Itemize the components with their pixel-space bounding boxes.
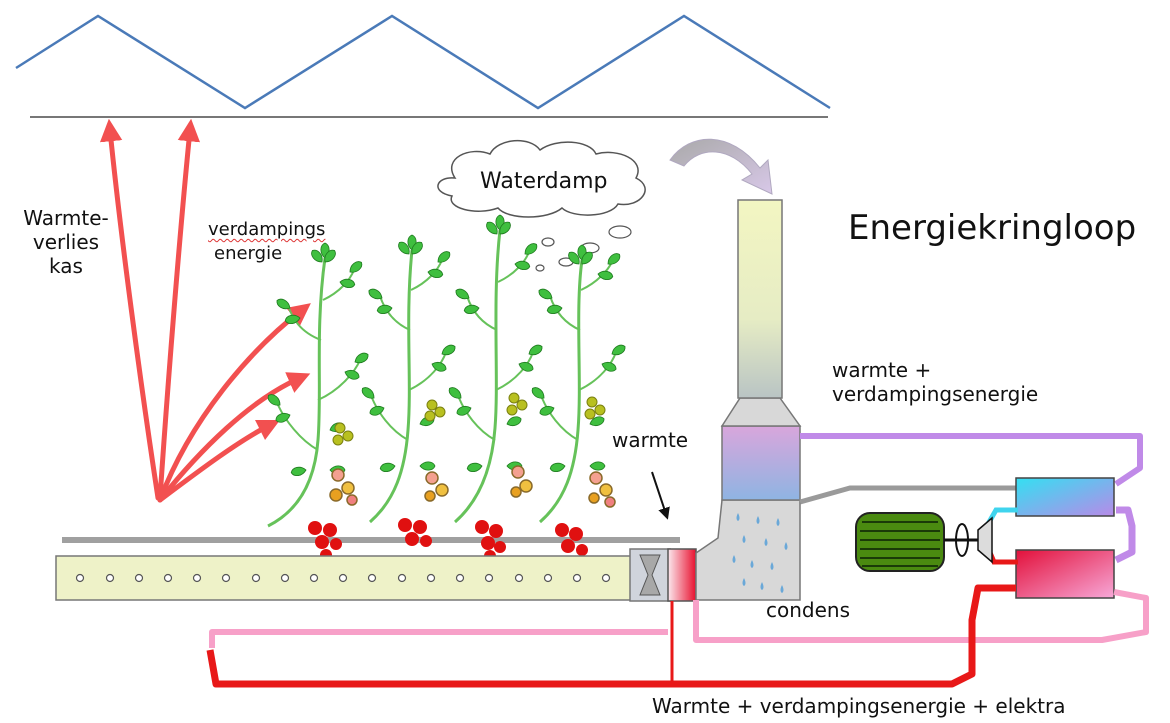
tomato-plants xyxy=(265,214,628,562)
rotation-indicator xyxy=(955,523,969,557)
chimney xyxy=(737,199,783,399)
warmte-verdamping-label: warmte + verdampingsenergie xyxy=(832,358,1038,406)
condens-label: condens xyxy=(766,598,851,622)
purple-loop xyxy=(1114,506,1136,564)
vapor-flow-arrow xyxy=(669,138,773,195)
total-energy-label: Warmte + verdampingsenergie + elektra xyxy=(652,694,1066,718)
grey-pipe xyxy=(799,485,1018,505)
condensation-elbow xyxy=(695,499,801,601)
warmte-verdamping-line-1: warmte + xyxy=(832,358,932,382)
hot-unit xyxy=(1015,549,1115,599)
heat-loss-arrows xyxy=(99,118,311,503)
fan-icon xyxy=(639,554,661,596)
evaporation-line-2: energie xyxy=(214,243,283,264)
evaporation-energy-label: verdampings energie xyxy=(208,218,325,266)
pink-pipe xyxy=(209,589,1149,648)
heat-loss-line-3: kas xyxy=(49,254,83,278)
evaporation-line-1: verdampings xyxy=(208,219,326,240)
warmte-arrow xyxy=(651,471,670,520)
plant-2 xyxy=(359,234,458,547)
motor-ribs xyxy=(860,521,940,567)
cold-unit xyxy=(1015,477,1115,517)
motor xyxy=(855,512,945,572)
heat-exchanger xyxy=(721,425,801,501)
heat-loss-label: Warmte- verlies kas xyxy=(4,206,128,278)
plant-1 xyxy=(265,242,371,561)
condensation-drops xyxy=(732,513,788,593)
warmte-verdamping-line-2: verdampingsenergie xyxy=(832,382,1039,406)
cloud-label: Waterdamp xyxy=(480,169,608,194)
heat-loss-line-1: Warmte- xyxy=(23,206,109,230)
cloud xyxy=(437,139,646,218)
red-pipe xyxy=(206,584,1016,688)
tube-holes xyxy=(75,573,611,583)
diagram-title: Energiekringloop xyxy=(848,208,1137,248)
heated-inlet xyxy=(667,548,697,602)
heat-loss-line-2: verlies xyxy=(32,230,100,254)
greenhouse-roof xyxy=(15,14,831,110)
warmte-label: warmte xyxy=(612,428,689,452)
compressor-icon xyxy=(977,516,993,564)
chimney-transition xyxy=(720,397,802,427)
plant-4 xyxy=(529,244,628,556)
plant-3 xyxy=(446,214,545,562)
purple-pipe xyxy=(800,433,1143,487)
